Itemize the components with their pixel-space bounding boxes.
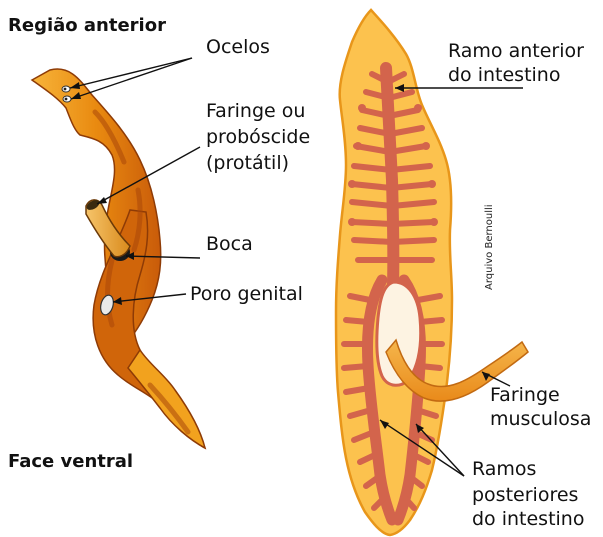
label-ramos-posteriores-line1: Ramos: [472, 458, 536, 481]
label-poro-genital: Poro genital: [190, 283, 303, 306]
label-faringe-line3: (protátil): [206, 152, 289, 175]
label-faringe-line2: probóscide: [206, 126, 310, 149]
label-ramo-anterior-line2: do intestino: [448, 64, 560, 87]
left-flatworm: [32, 69, 205, 448]
ocelo-2-pupil: [65, 98, 68, 101]
label-faringe-line1: Faringe ou: [206, 100, 305, 123]
heading-face-ventral: Face ventral: [8, 450, 133, 473]
label-ramos-posteriores-line3: do intestino: [472, 508, 584, 531]
right-planarian: [336, 10, 528, 535]
credit-arquivo-bernoulli: Arquivo Bernoulli: [484, 204, 495, 290]
label-ramo-anterior-line1: Ramo anterior: [448, 40, 584, 63]
label-faringe-musculosa-line1: Faringe: [490, 384, 560, 407]
label-boca: Boca: [206, 233, 253, 256]
ocelo-1-pupil: [64, 88, 67, 91]
label-ramos-posteriores-line2: posteriores: [472, 484, 578, 507]
label-faringe-musculosa-line2: musculosa: [490, 408, 591, 431]
worm-tail: [128, 350, 205, 448]
label-ocelos: Ocelos: [206, 36, 270, 59]
heading-regiao-anterior: Região anterior: [8, 14, 166, 37]
